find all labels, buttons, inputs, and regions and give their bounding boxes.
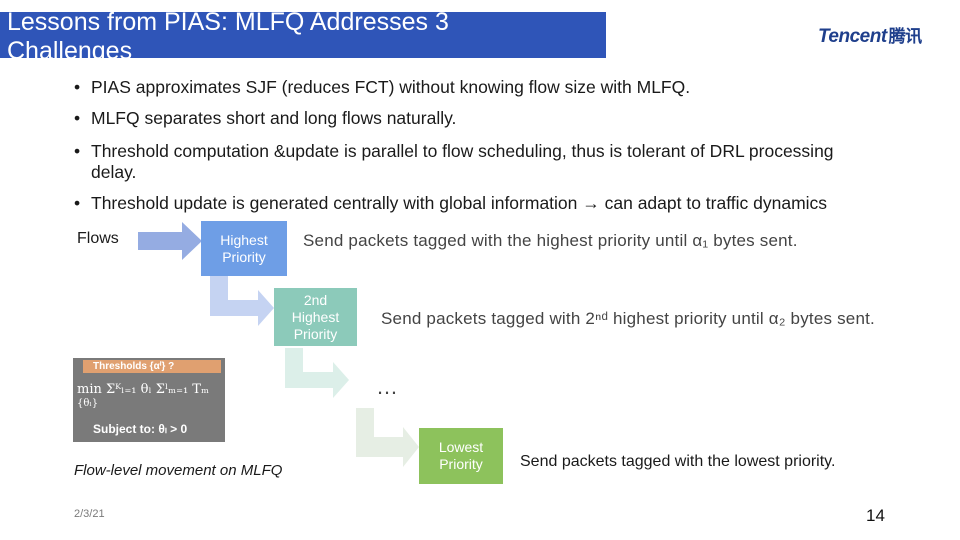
title-bar: Lessons from PIAS: MLFQ Addresses 3 Chal… (0, 12, 606, 58)
flows-label: Flows (77, 230, 119, 247)
priority-label-line: Priority (293, 325, 338, 342)
logo-latin: Tencent (818, 26, 887, 47)
bullet-text: Threshold update is generated centrally … (91, 193, 828, 213)
bullet-text: Threshold computation &update is paralle… (91, 141, 834, 182)
priority-label-line: Priority (439, 456, 483, 472)
thresholds-panel: Thresholds {αⁱ} ? min Σᴷₗ₌₁ θₗ Σˡₘ₌₁ Tₘ … (73, 358, 225, 442)
priority-description-lowest: Send packets tagged with the lowest prio… (520, 453, 836, 470)
thresholds-objective: min Σᴷₗ₌₁ θₗ Σˡₘ₌₁ Tₘ (77, 382, 209, 397)
priority-label-line: Highest (291, 308, 340, 325)
slide-date: 2/3/21 (74, 508, 105, 520)
bullet-text: PIAS approximates SJF (reduces FCT) with… (91, 77, 691, 97)
thresholds-objective-subscript: {θₗ} (77, 398, 99, 409)
bullet-dot: • (74, 108, 81, 128)
ellipsis: … (376, 374, 399, 399)
bullet-item: • PIAS approximates SJF (reduces FCT) wi… (74, 77, 864, 98)
priority-label-line: 2nd (303, 291, 328, 308)
thresholds-header: Thresholds {αⁱ} ? (83, 360, 221, 373)
bullet-item: • MLFQ separates short and long flows na… (74, 108, 864, 129)
level-connector-arrow-icon (210, 270, 274, 326)
priority-description-second: Send packets tagged with 2ⁿᵈ highest pri… (381, 309, 875, 328)
bullet-dot: • (74, 77, 81, 97)
priority-description-highest: Send packets tagged with the highest pri… (303, 231, 798, 250)
priority-label-line: Lowest (438, 439, 484, 455)
priority-label-line: Highest (220, 231, 268, 248)
level-connector-arrow-icon (356, 408, 419, 467)
logo-chinese: 腾讯 (888, 27, 923, 46)
bullet-dot: • (74, 193, 81, 213)
level-connector-arrow-icon (285, 348, 349, 398)
page-number: 14 (866, 506, 885, 525)
bullet-text: MLFQ separates short and long flows natu… (91, 108, 457, 128)
diagram-caption: Flow-level movement on MLFQ (74, 462, 283, 479)
bullet-item: • Threshold computation &update is paral… (74, 141, 864, 183)
priority-box-second: 2nd Highest Priority (274, 288, 357, 346)
priority-box-lowest: Lowest Priority (419, 428, 503, 484)
flows-arrow-icon (138, 222, 202, 260)
bullet-item: • Threshold update is generated centrall… (74, 193, 864, 214)
priority-box-highest: Highest Priority (201, 221, 287, 276)
bullet-dot: • (74, 141, 81, 161)
thresholds-constraint: Subject to: θₗ > 0 (93, 422, 188, 436)
slide-title: Lessons from PIAS: MLFQ Addresses 3 Chal… (7, 12, 449, 58)
priority-label-line: Priority (222, 248, 266, 265)
